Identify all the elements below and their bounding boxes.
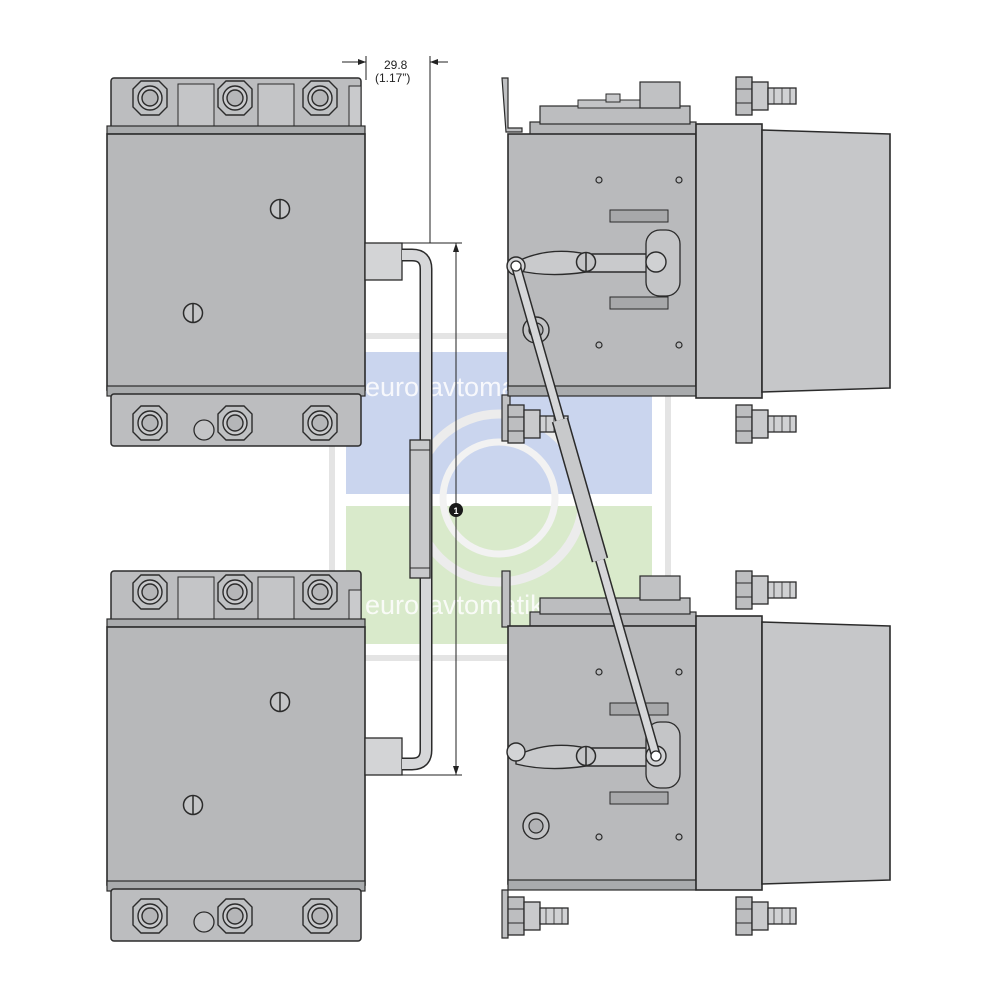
callout-marker-label: 1	[453, 506, 458, 516]
breaker-side-bottom	[501, 570, 891, 939]
breaker-front-top	[106, 77, 403, 447]
callout-marker: 1	[449, 503, 463, 517]
dimension-value-mm: 29.8	[384, 58, 408, 72]
interlock-rod-side	[510, 260, 662, 762]
breaker-side-top	[501, 76, 891, 444]
dimension-value-inch: (1.17”)	[375, 71, 410, 85]
interlock-rod-front	[402, 248, 433, 771]
breaker-front-bottom	[106, 570, 403, 942]
